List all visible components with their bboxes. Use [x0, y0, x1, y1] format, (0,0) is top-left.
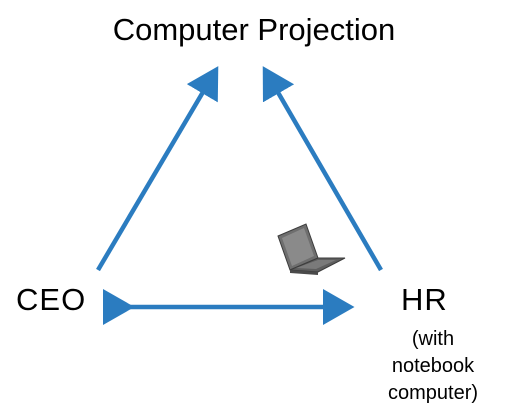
- node-hr: HR: [401, 282, 448, 317]
- node-ceo: CEO: [16, 282, 87, 317]
- hr-note-line1: (with notebook: [391, 328, 475, 377]
- hr-note-line2: computer): [387, 382, 479, 404]
- arrow-hr-to-projection: [262, 66, 383, 272]
- node-computer-projection: Computer Projection: [112, 12, 396, 47]
- arrow-ceo-to-projection: [96, 66, 219, 272]
- hr-note: (with notebook computer): [368, 326, 498, 407]
- diagram-canvas: [96, 66, 383, 325]
- laptop-icon: [277, 223, 346, 275]
